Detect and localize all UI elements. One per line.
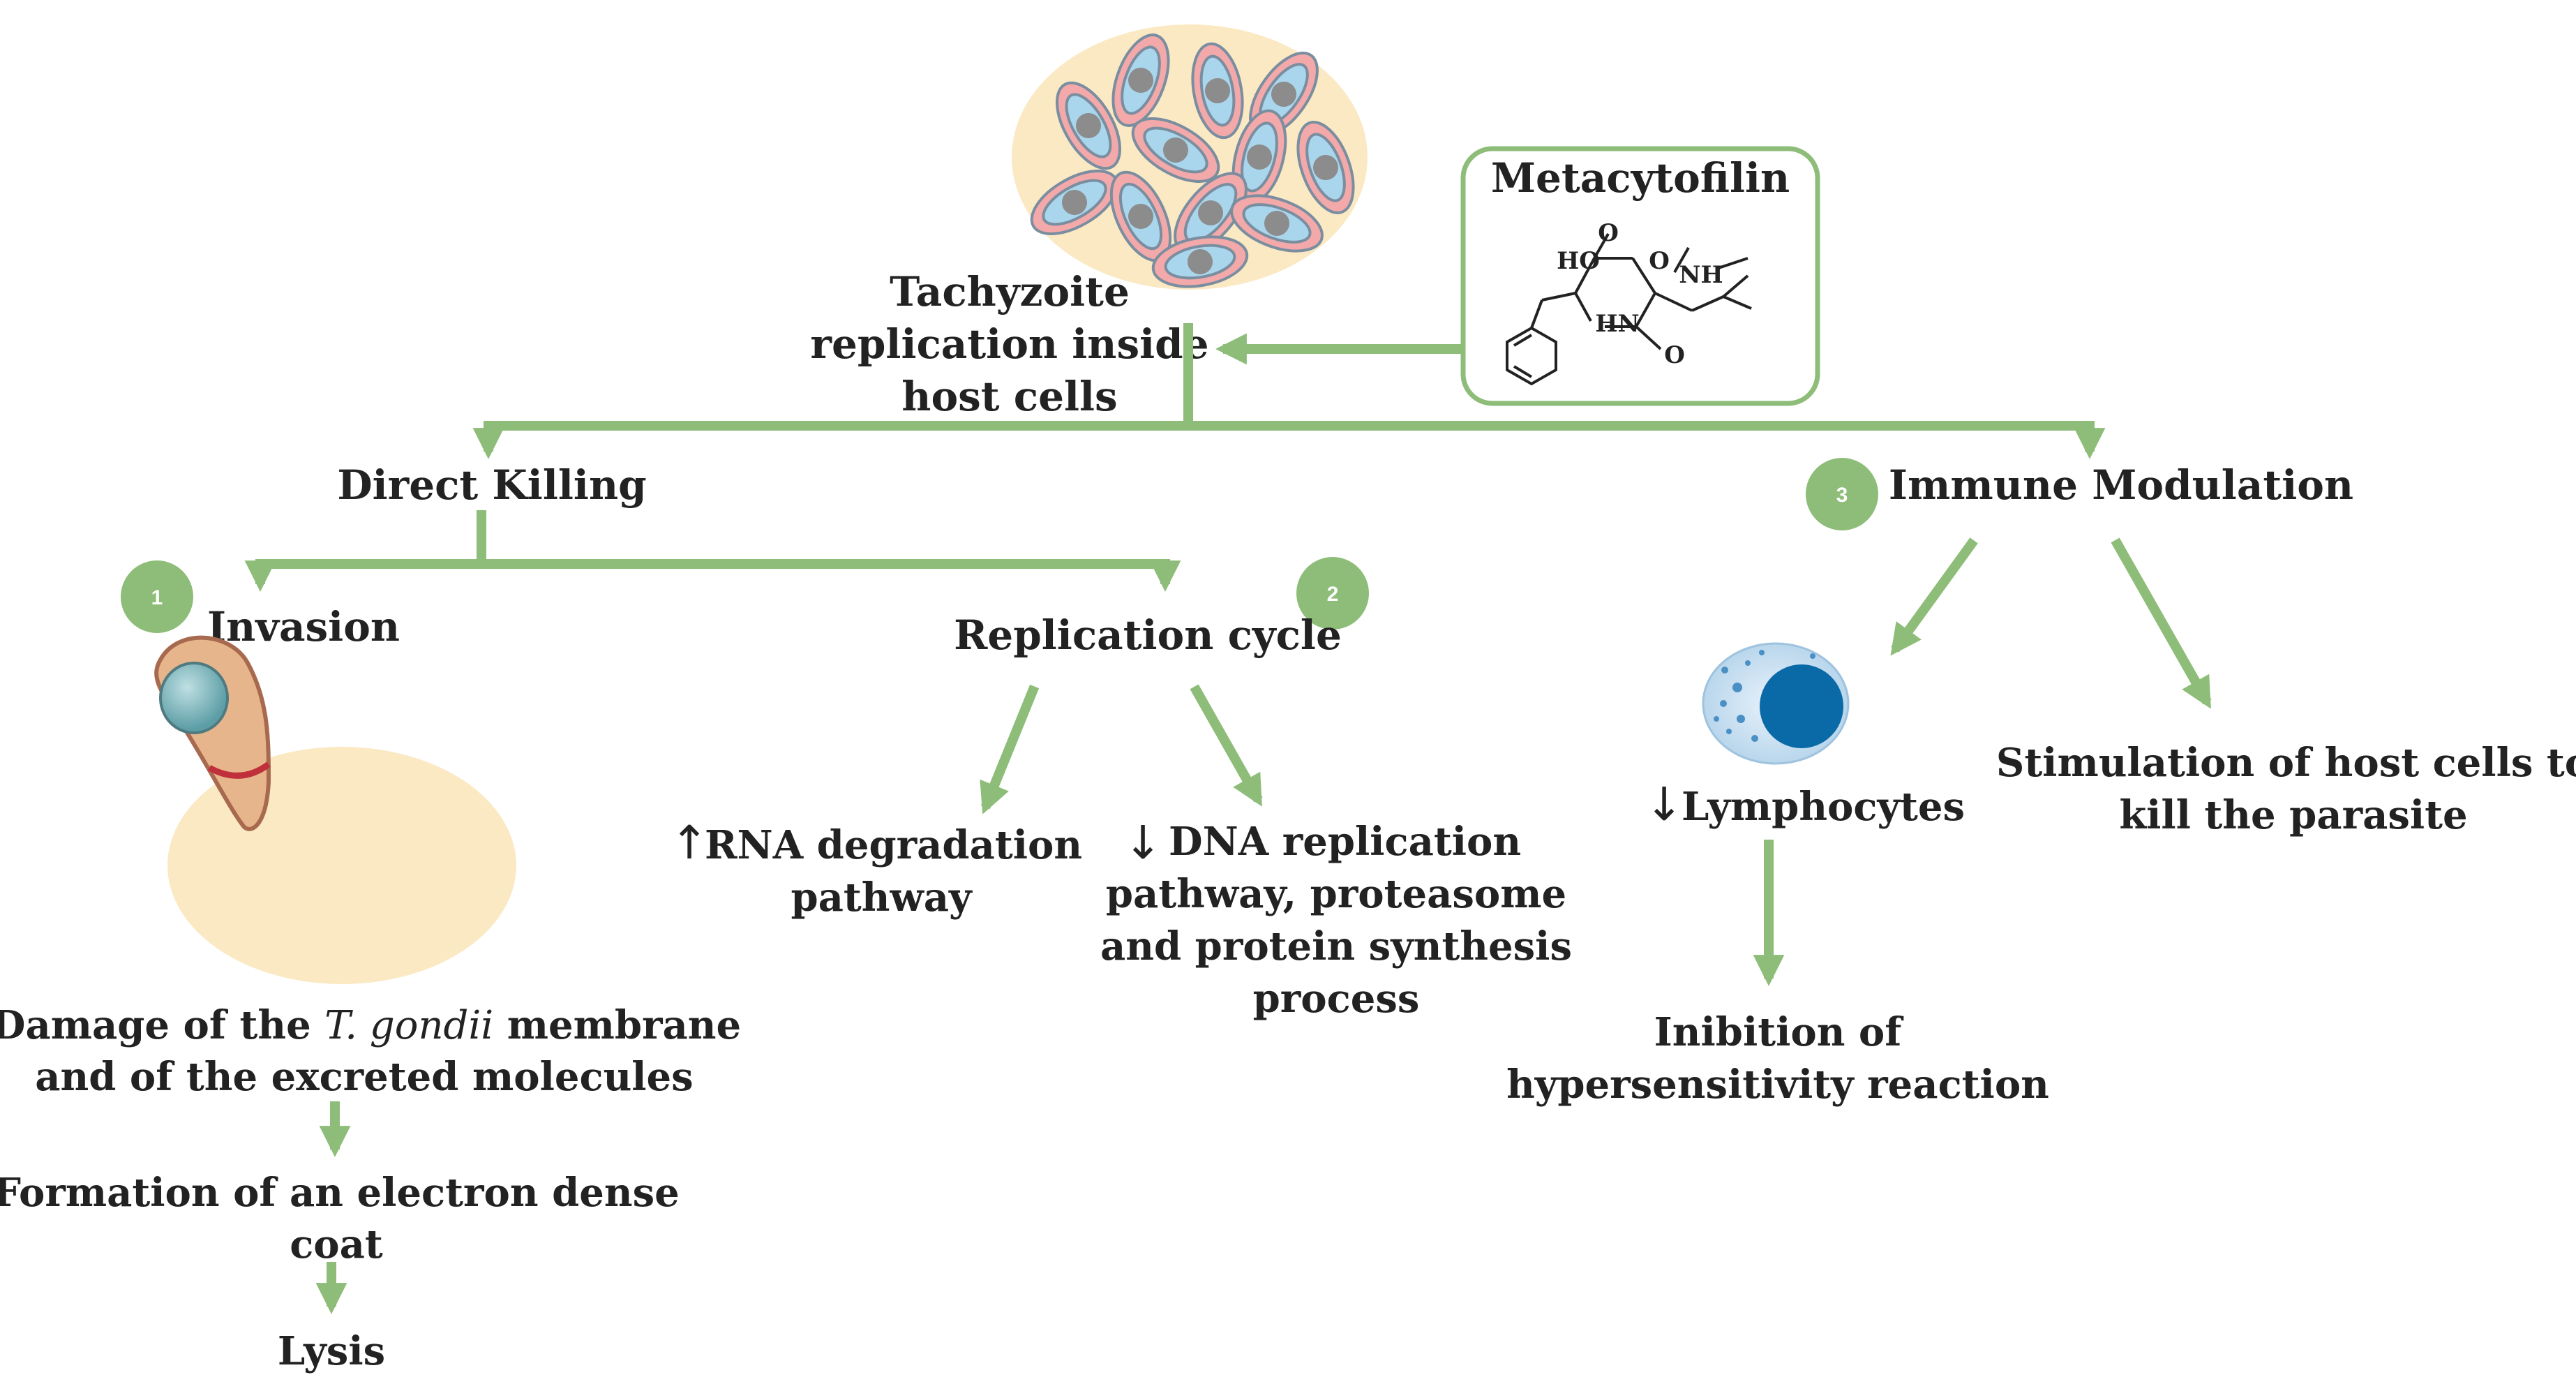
invasion-illustration bbox=[154, 635, 516, 984]
rna-up-arrow: ↑ bbox=[670, 816, 708, 870]
damage-line1: Damage of the T. gondii membrane bbox=[0, 1002, 741, 1048]
atom-label-nh: NH bbox=[1679, 261, 1723, 289]
metacytofilin-box: Metacytofilin O HO O NH bbox=[1460, 146, 1820, 406]
badge-3: 3 bbox=[1806, 458, 1878, 530]
lymphocyte-nucleus bbox=[1760, 664, 1843, 748]
damage-line2: and of the excreted molecules bbox=[35, 1054, 693, 1100]
direct-killing-label: Direct Killing bbox=[337, 461, 646, 509]
dna-down-arrow: ↓ bbox=[1123, 816, 1162, 870]
atom-label-o-top: O bbox=[1598, 219, 1619, 247]
center-label-line2: replication inside bbox=[810, 320, 1208, 368]
invasion-label: Invasion bbox=[207, 603, 400, 650]
compound-name: Metacytofilin bbox=[1491, 154, 1790, 202]
lysis-label: Lysis bbox=[278, 1328, 385, 1374]
to-dna-arrow bbox=[1190, 684, 1263, 807]
atom-label-hn: HN bbox=[1595, 310, 1639, 338]
dna-line2: pathway, proteasome bbox=[1106, 871, 1566, 917]
replication-cycle-label: Replication cycle bbox=[954, 611, 1342, 659]
lymphocytes-down-arrow: ↓ bbox=[1645, 778, 1683, 831]
rna-line2: pathway bbox=[791, 875, 973, 921]
damage-post: membrane bbox=[493, 1002, 741, 1048]
damage-pre: Damage of the bbox=[0, 1002, 324, 1048]
lymphocytes-label: Lymphocytes bbox=[1682, 784, 1965, 830]
center-label-line3: host cells bbox=[901, 373, 1117, 420]
rna-line1: RNA degradation bbox=[705, 822, 1082, 868]
to-rna-arrow bbox=[980, 684, 1040, 814]
badge-2-number: 2 bbox=[1327, 583, 1339, 606]
tachyzoite-cluster bbox=[1030, 34, 1355, 288]
chemical-structure bbox=[1506, 233, 1752, 386]
stimulation-line2: kill the parasite bbox=[2119, 792, 2467, 838]
moving-junction bbox=[207, 761, 271, 779]
formation-line1: Formation of an electron dense bbox=[0, 1170, 680, 1216]
formation-line2: coat bbox=[290, 1221, 383, 1267]
dna-line3: and protein synthesis bbox=[1100, 923, 1572, 969]
connectors bbox=[244, 323, 2212, 1314]
atom-label-o-bottom: O bbox=[1664, 341, 1685, 369]
host-cell-illustration bbox=[1012, 24, 1368, 290]
lymphocyte-illustration bbox=[1702, 642, 1850, 765]
inhibition-line2: hypersensitivity reaction bbox=[1506, 1062, 2049, 1108]
dna-line1: DNA replication bbox=[1169, 819, 1521, 865]
badge-2: 2 bbox=[1296, 557, 1369, 630]
lymphocyte-granules bbox=[1714, 650, 1815, 742]
badge-1: 1 bbox=[121, 560, 193, 633]
center-label-line1: Tachyzoite bbox=[890, 268, 1130, 315]
atom-label-o-ring: O bbox=[1649, 247, 1670, 275]
atom-label-ho: HO bbox=[1557, 247, 1600, 275]
badge-3-number: 3 bbox=[1836, 484, 1848, 507]
tachyzoite-nucleus bbox=[159, 662, 229, 734]
stimulation-line1: Stimulation of host cells to bbox=[1996, 740, 2576, 786]
damage-italic: T. gondii bbox=[324, 1003, 493, 1048]
immune-modulation-label: Immune Modulation bbox=[1889, 461, 2353, 509]
to-stimulation-arrow bbox=[2111, 537, 2212, 709]
badge-1-number: 1 bbox=[151, 586, 163, 609]
inhibition-line1: Inibition of bbox=[1654, 1009, 1905, 1055]
to-lymphocytes-arrow bbox=[1890, 537, 1978, 656]
dna-line4: process bbox=[1253, 976, 1420, 1022]
